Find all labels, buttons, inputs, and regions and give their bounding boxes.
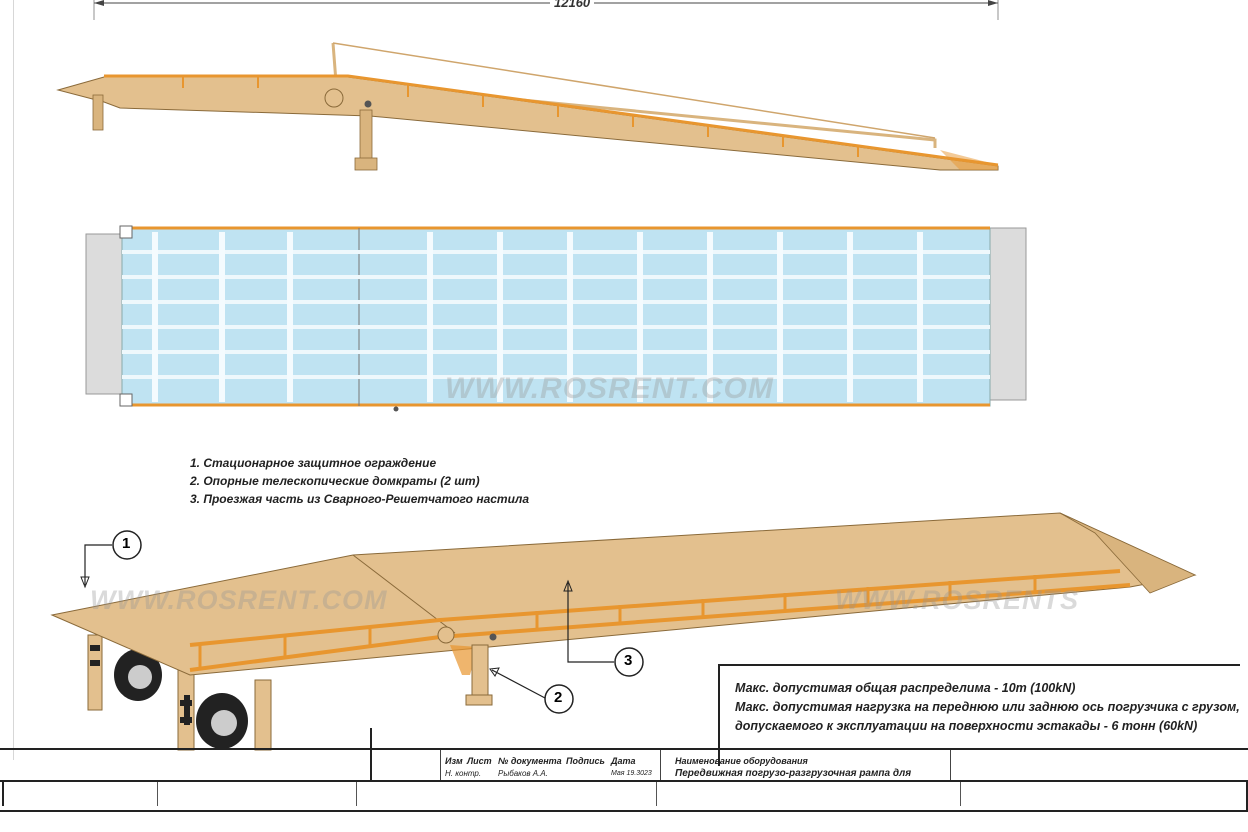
tb-date: Мая 19.3023 <box>611 770 652 777</box>
tb-bottom-cell-2 <box>356 782 357 806</box>
plan-view-drawing <box>85 225 1027 412</box>
tb-header-doc: № документа <box>498 756 562 766</box>
side-view-drawing <box>56 42 999 171</box>
legend: 1. Стационарное защитное ограждение 2. О… <box>190 454 529 508</box>
watermark-iso-left: WWW.ROSRENT.COM <box>90 585 388 615</box>
title-block-frame-notch <box>370 728 372 780</box>
sheet-border-left <box>13 0 14 760</box>
tb-bottom-cell-4 <box>960 782 961 806</box>
tb-role: Н. контр. <box>445 769 482 778</box>
callout-3: 3 <box>624 652 633 669</box>
tb-name: Рыбаков А.А. <box>498 769 548 778</box>
watermark-iso-right: WWW.ROSRENTS <box>835 585 1079 615</box>
title-block-sep-2 <box>660 750 661 780</box>
title-block-bottom-row <box>0 780 1248 812</box>
tb-header-list: Лист <box>467 756 492 766</box>
tb-bottom-cell-1 <box>2 782 158 806</box>
note-line-3: допускаемого к эксплуатации на поверхнос… <box>735 719 1198 733</box>
tb-equipment-name: Передвижная погрузо-разгрузочная рампа д… <box>675 768 912 779</box>
note-line-2: Макс. допустимая нагрузка на переднюю ил… <box>735 700 1240 714</box>
watermark-plan: WWW.ROSRENT.COM <box>445 372 774 405</box>
title-block-sep-1 <box>440 750 441 780</box>
tb-header-izm: Изм <box>445 756 463 766</box>
title-block-sep-3 <box>950 750 951 780</box>
callout-2: 2 <box>554 689 563 706</box>
tb-header-sign: Подпись <box>566 756 605 766</box>
legend-item-3: 3. Проезжая часть из Сварного-Решетчатог… <box>190 492 530 506</box>
callout-1: 1 <box>122 535 131 552</box>
tb-header-date: Дата <box>611 756 636 766</box>
title-block-frame-top <box>0 748 1248 750</box>
tb-equipment-label: Наименование оборудования <box>675 756 808 766</box>
legend-item-1: 1. Стационарное защитное ограждение <box>190 456 437 470</box>
tb-bottom-cell-3 <box>656 782 657 806</box>
notes: Макс. допустимая общая распределима - 10… <box>735 679 1240 736</box>
isometric-view-drawing <box>50 512 1197 751</box>
note-line-1: Макс. допустимая общая распределима - 10… <box>735 681 1076 695</box>
legend-item-2: 2. Опорные телескопические домкраты (2 ш… <box>190 474 480 488</box>
dimension-line <box>93 0 999 20</box>
notes-frame <box>718 664 1240 766</box>
dimension-length-label: 12160 <box>550 0 595 10</box>
